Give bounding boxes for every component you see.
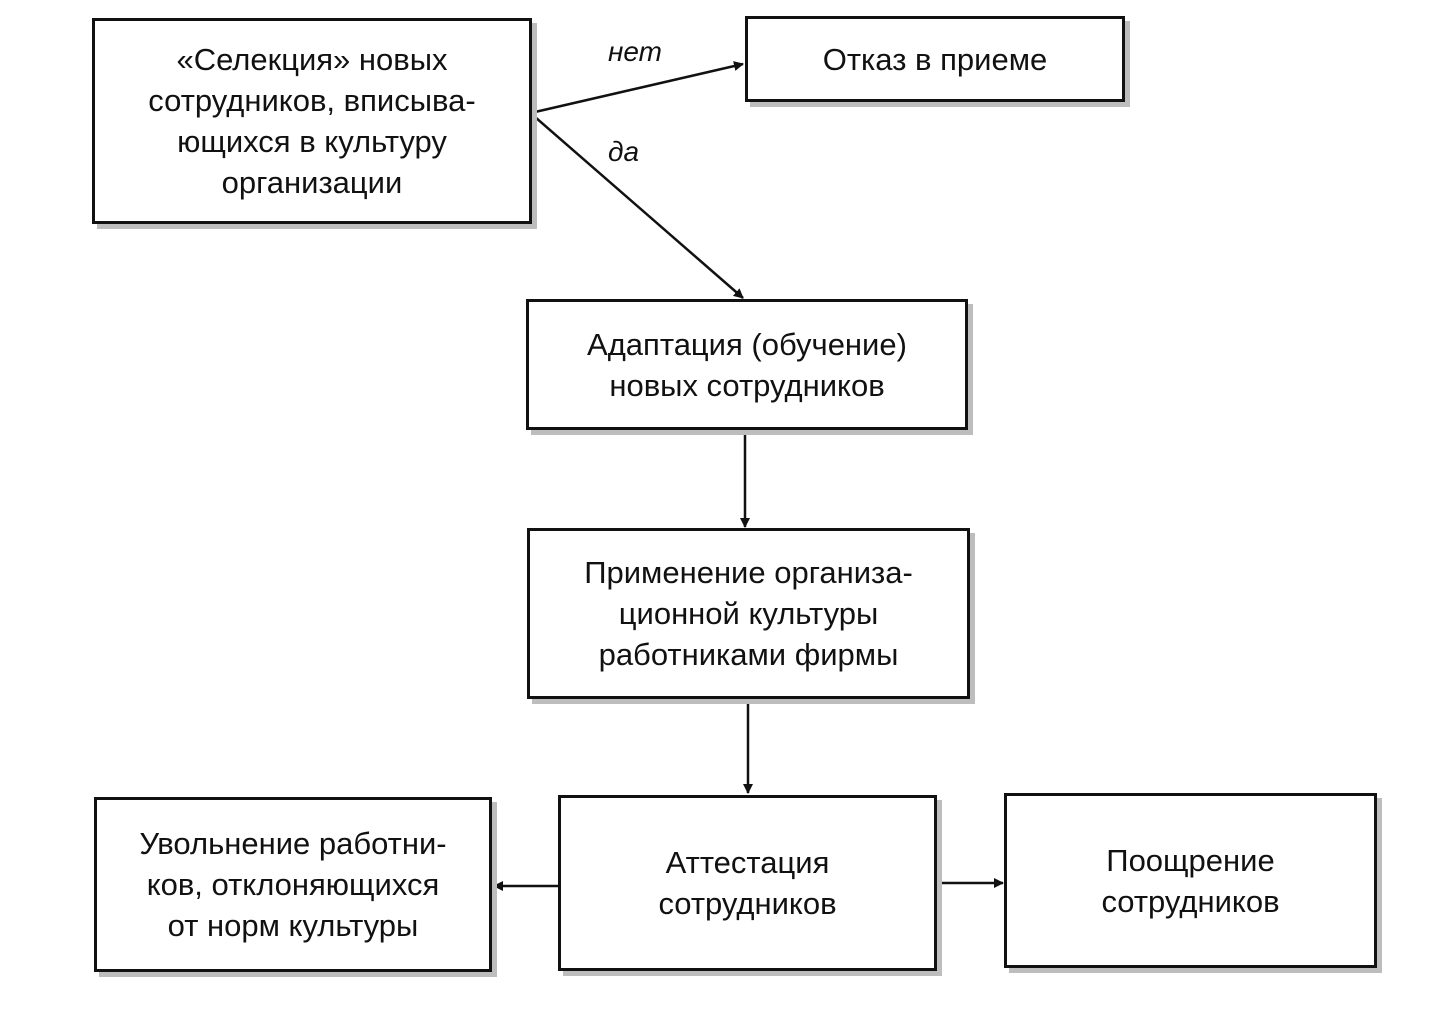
dismissal-box: Увольнение работни- ков, отклоняющихся о… bbox=[94, 797, 492, 972]
edge-label-yes: да bbox=[608, 136, 640, 167]
rejection-line-1: Отказ в приеме bbox=[822, 41, 1048, 77]
rejection-box: Отказ в приеме bbox=[745, 16, 1125, 102]
reward-line-2: сотрудников bbox=[1101, 883, 1280, 919]
attestation-line-2: сотрудников bbox=[658, 886, 837, 921]
dismissal-line-1: Увольнение работни- bbox=[139, 826, 447, 861]
dismissal-line-2: ков, отклоняющихся bbox=[146, 867, 440, 902]
application-line-3: работниками фирмы bbox=[598, 637, 899, 672]
adaptation-line-1: Адаптация (обучение) bbox=[587, 326, 907, 362]
application-box: Применение организа- ционной культуры ра… bbox=[527, 528, 970, 699]
edge-label-no: нет bbox=[608, 36, 662, 67]
application-line-1: Применение организа- bbox=[584, 555, 913, 590]
selection-line-1: «Селекция» новых bbox=[176, 42, 448, 77]
selection-line-3: ющихся в культуру bbox=[177, 124, 447, 159]
selection-box: «Селекция» новых сотрудников, вписыва- ю… bbox=[92, 18, 532, 224]
selection-line-4: организации bbox=[221, 165, 403, 200]
attestation-box: Аттестация сотрудников bbox=[558, 795, 937, 971]
arrow-selection-to-adaptation bbox=[534, 116, 744, 299]
arrow-selection-to-rejection bbox=[534, 61, 744, 114]
selection-line-2: сотрудников, вписыва- bbox=[148, 83, 476, 118]
application-line-2: ционной культуры bbox=[618, 596, 879, 631]
adaptation-line-2: новых сотрудников bbox=[609, 367, 885, 403]
reward-box: Поощрение сотрудников bbox=[1004, 793, 1377, 968]
dismissal-line-3: от норм культуры bbox=[167, 908, 419, 943]
reward-line-1: Поощрение bbox=[1106, 842, 1275, 878]
attestation-line-1: Аттестация bbox=[665, 845, 830, 880]
adaptation-box: Адаптация (обучение) новых сотрудников bbox=[526, 299, 968, 430]
